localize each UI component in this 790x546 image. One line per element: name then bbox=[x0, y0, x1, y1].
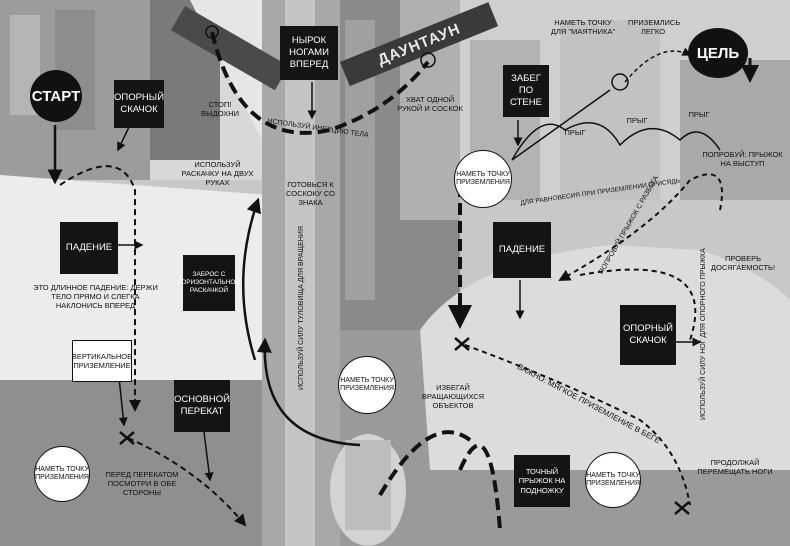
start-marker: СТАРТ bbox=[30, 70, 82, 122]
route-right-curve bbox=[579, 268, 697, 341]
route-bottom-arc-2 bbox=[458, 443, 502, 531]
route-top-arc bbox=[210, 31, 430, 135]
route-roll bbox=[127, 437, 247, 527]
note-torso-rotation: ИСПОЛЬЗУЙ СИЛУ ТУЛОВИЩА ДЛЯ ВРАЩЕНИЯ bbox=[298, 226, 305, 390]
note-avoid-rotating: ИЗБЕГАЙ ВРАЩАЮЩИХСЯ ОБЪЕКТОВ bbox=[421, 383, 485, 410]
route-to-goal bbox=[624, 47, 692, 83]
landing-mark-right bbox=[674, 501, 690, 515]
note-land-easy: ПРИЗЕМЛИСЬ ЛЕГКО bbox=[628, 18, 681, 36]
note-jump-3: ПРЫГ bbox=[688, 110, 710, 119]
note-jump-1: ПРЫГ bbox=[564, 128, 586, 137]
box-basic-roll: ОСНОВНОЙ ПЕРЕКАТ bbox=[174, 380, 230, 432]
circle-landing-bottom-left: НАМЕТЬ ТОЧКУ ПРИЗЕМЛЕНИЯ bbox=[34, 446, 90, 502]
landing-mark-left bbox=[119, 431, 135, 445]
note-use-swing-hands: ИСПОЛЬЗУЙ РАСКАЧКУ НА ДВУХ РУКАХ bbox=[181, 160, 254, 187]
grab-point bbox=[420, 52, 436, 68]
stop-point bbox=[205, 25, 219, 39]
box-wall-run: ЗАБЕГ ПО СТЕНЕ bbox=[503, 65, 549, 117]
route-pendulum bbox=[511, 89, 611, 161]
note-before-roll: ПЕРЕД ПЕРЕКАТОМ ПОСМОТРИ В ОБЕ СТОРОНЫ bbox=[105, 470, 179, 497]
box-vertical-landing: ВЕРТИКАЛЬНОЕ ПРИЗЕМЛЕНИЕ bbox=[72, 340, 132, 382]
note-stop-exhale: СТОП! ВЫДОХНИ bbox=[200, 100, 240, 118]
box-support-jump-right: ОПОРНЫЙ СКАЧОК bbox=[620, 305, 676, 365]
note-keep-moving: ПРОДОЛЖАЙ ПЕРЕМЕЩАТЬ НОГИ bbox=[697, 458, 773, 476]
route-swing-lower bbox=[256, 337, 361, 447]
note-legs-power: ИСПОЛЬЗУЙ СИЛУ НОГ ДЛЯ ОПОРНОГО ПРЫЖКА bbox=[700, 248, 707, 420]
note-long-fall: ЭТО ДЛИННОЕ ПАДЕНИЕ: ДЕРЖИ ТЕЛО ПРЯМО И … bbox=[33, 283, 158, 310]
route-swing bbox=[241, 197, 261, 361]
note-pendulum-point: НАМЕТЬ ТОЧКУ ДЛЯ "МАЯТНИКА" bbox=[550, 18, 616, 36]
box-horizontal-swing: ЗАБРОС С ГОРИЗОНТАЛЬНОЙ РАСКАЧКОЙ bbox=[178, 255, 240, 311]
landing-mark-middle bbox=[454, 337, 470, 351]
circle-landing-top-right: НАМЕТЬ ТОЧКУ ПРИЗЕМЛЕНИЯ bbox=[454, 150, 512, 208]
route-wall-jumps bbox=[511, 122, 721, 161]
note-get-ready: ГОТОВЬСЯ К СОСКОКУ СО ЗНАКА bbox=[285, 180, 335, 207]
box-support-jump-top: ОПОРНЫЙ СКАЧОК bbox=[114, 80, 164, 128]
box-fall-left: ПАДЕНИЕ bbox=[60, 222, 118, 274]
note-check-reach: ПРОВЕРЬ ДОСЯГАЕМОСТЬ! bbox=[710, 254, 776, 272]
circle-landing-middle: НАМЕТЬ ТОЧКУ ПРИЗЕМЛЕНИЯ bbox=[338, 356, 396, 414]
pendulum-point bbox=[611, 73, 629, 91]
route-bottom-arc bbox=[378, 430, 472, 497]
route-loop-right bbox=[558, 173, 723, 281]
route-middle bbox=[464, 344, 691, 506]
circle-landing-bottom-right: НАМЕТЬ ТОЧКУ ПРИЗЕМЛЕНИЯ bbox=[585, 452, 641, 508]
box-legs-forward: НЫРОК НОГАМИ ВПЕРЕД bbox=[280, 26, 338, 80]
box-precise-jump: ТОЧНЫЙ ПРЫЖОК НА ПОДНОЖКУ bbox=[514, 455, 570, 507]
note-try-ledge: ПОПРОБУЙ: ПРЫЖОК НА ВЫСТУП bbox=[702, 150, 783, 168]
box-fall-right: ПАДЕНИЕ bbox=[493, 222, 551, 278]
note-grab-one-hand: ХВАТ ОДНОЙ РУКОЙ И СОСКОК bbox=[397, 95, 463, 113]
finish-marker: ЦЕЛЬ bbox=[688, 28, 748, 78]
note-jump-2: ПРЫГ bbox=[626, 116, 648, 125]
